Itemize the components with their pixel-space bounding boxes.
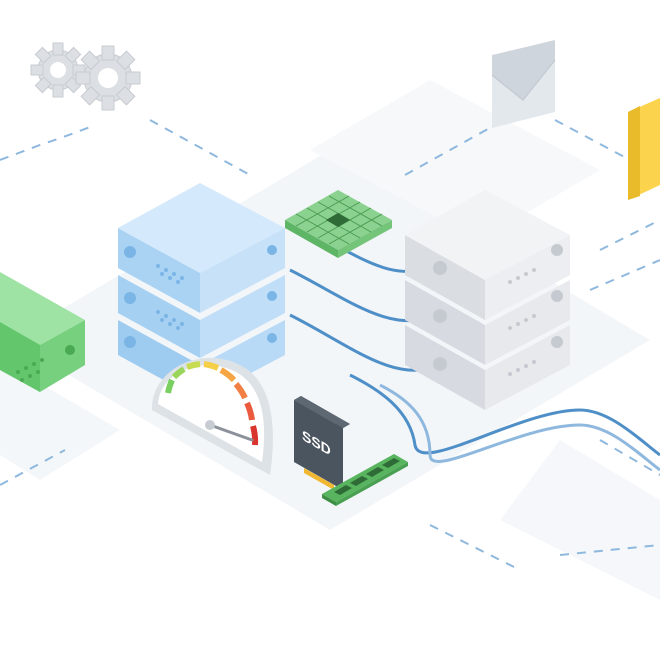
gauge-needle bbox=[208, 423, 254, 442]
chip-core bbox=[326, 213, 350, 227]
blue-server-vents bbox=[156, 264, 184, 330]
mail-envelope-icon bbox=[491, 40, 556, 128]
blue-server-leds bbox=[124, 245, 277, 348]
platform-upper bbox=[310, 80, 600, 240]
envelope-flap bbox=[491, 59, 556, 102]
dash-line bbox=[599, 439, 660, 476]
gray-server-ports bbox=[433, 244, 563, 371]
cpu-chip-icon bbox=[285, 190, 392, 258]
envelope-front bbox=[492, 60, 555, 128]
blue-server-top bbox=[118, 183, 285, 273]
ssd-face-top bbox=[294, 396, 350, 428]
gear-icon bbox=[30, 42, 86, 98]
ssd-face bbox=[294, 400, 343, 490]
dash-line bbox=[589, 259, 660, 291]
ssd-icon: SSD bbox=[294, 396, 350, 490]
gauge-scale bbox=[165, 361, 259, 446]
dash-line bbox=[149, 119, 251, 176]
dash-line bbox=[0, 449, 66, 486]
gauge-hub bbox=[205, 420, 215, 430]
speedometer-icon bbox=[152, 357, 273, 475]
gray-server-top bbox=[405, 190, 570, 280]
dash-line bbox=[404, 124, 496, 176]
dash-line bbox=[429, 524, 521, 571]
green-server-led bbox=[65, 345, 75, 355]
ssd-contacts bbox=[304, 468, 334, 490]
ram-module-icon bbox=[322, 454, 408, 506]
chip-side-left bbox=[285, 220, 338, 258]
server-stack-icon bbox=[0, 272, 85, 392]
server-stack-icon bbox=[405, 190, 570, 410]
ram-board-edge bbox=[322, 494, 336, 506]
folder-icon bbox=[628, 98, 660, 200]
green-server-vents bbox=[16, 358, 44, 382]
dashed-connectors bbox=[0, 119, 660, 571]
dash-line bbox=[554, 119, 631, 161]
platform-bottom-right bbox=[500, 440, 660, 600]
green-server-top bbox=[0, 272, 85, 345]
platform-left bbox=[0, 360, 120, 480]
gray-server-vents bbox=[508, 268, 536, 376]
chip-side-right bbox=[338, 220, 392, 258]
ram-board-edge-right bbox=[336, 462, 408, 506]
dash-line bbox=[0, 124, 96, 161]
gear-icon bbox=[75, 45, 141, 111]
cable bbox=[349, 373, 660, 457]
cable bbox=[379, 383, 660, 472]
ram-chips bbox=[334, 458, 400, 495]
dash-line bbox=[599, 219, 660, 251]
